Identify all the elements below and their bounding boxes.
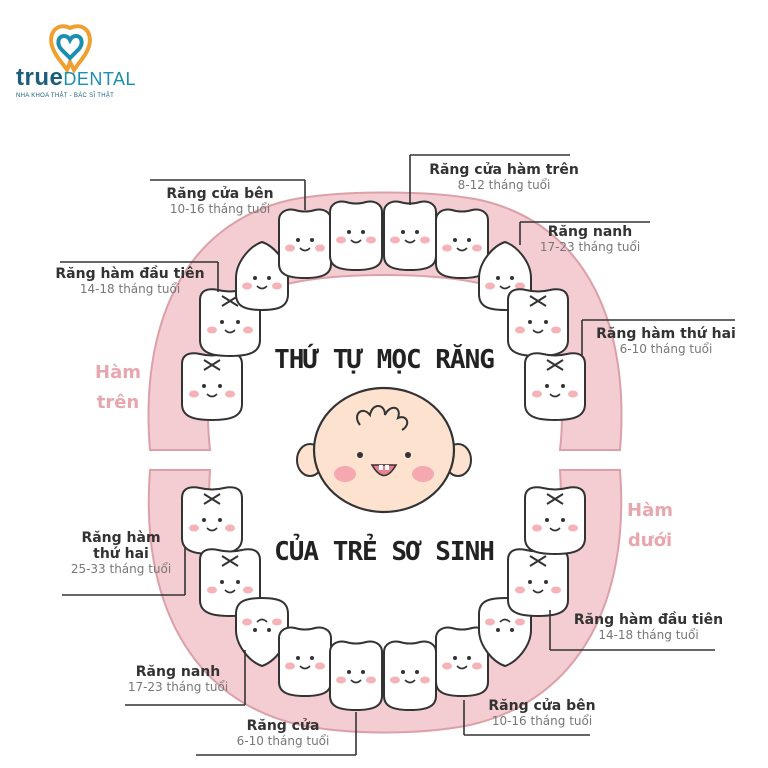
label-name: Răng hàm đầu tiên: [55, 266, 205, 282]
label-upper-lateral-incisor: Răng cửa bên 10-16 tháng tuổi: [140, 186, 300, 216]
label-name: Răng hàm thứ hai: [596, 326, 736, 342]
label-age: 6-10 tháng tuổi: [236, 734, 330, 748]
label-upper-first-molar: Răng hàm đầu tiên 14-18 tháng tuổi: [50, 266, 210, 296]
label-age: 10-16 tháng tuổi: [169, 202, 271, 216]
label-age: 10-16 tháng tuổi: [491, 714, 593, 728]
label-age: 14-18 tháng tuổi: [79, 282, 181, 296]
label-upper-central-incisor: Răng cửa hàm trên 8-12 tháng tuổi: [424, 162, 584, 192]
label-upper-canine: Răng nanh 17-23 tháng tuổi: [520, 224, 660, 254]
label-lower-central-incisor: Răng cửa 6-10 tháng tuổi: [218, 718, 348, 748]
jaw-upper-line2: trên: [96, 392, 140, 413]
label-upper-second-molar: Răng hàm thứ hai 6-10 tháng tuổi: [586, 326, 746, 356]
label-age: 8-12 tháng tuổi: [457, 178, 551, 192]
label-lower-second-molar: Răng hàm thứ hai 25-33 tháng tuổi: [56, 530, 186, 576]
upper-right-central-incisor-icon: [383, 200, 437, 271]
lower-left-central-incisor-icon: [329, 640, 383, 711]
label-lower-canine: Răng nanh 17-23 tháng tuổi: [118, 664, 238, 694]
label-name-line2: thứ hai: [93, 546, 149, 562]
label-name: Răng cửa bên: [166, 186, 274, 202]
brand-true: true: [16, 64, 64, 91]
brand-wordmark: trueDENTAL: [16, 64, 136, 92]
tooth-heart-logo-icon: [49, 24, 92, 75]
upper-left-lateral-incisor-icon: [278, 208, 332, 279]
title-bottom: CỦA TRẺ SƠ SINH: [274, 537, 495, 567]
label-name-line1: Răng hàm: [81, 530, 161, 546]
jaw-label-lower: Hàm dưới: [620, 496, 680, 556]
label-name: Răng nanh: [547, 224, 633, 240]
lower-right-central-incisor-icon: [383, 640, 437, 711]
jaw-lower-line1: Hàm: [627, 500, 673, 521]
jaw-lower-line2: dưới: [627, 530, 673, 551]
label-age: 17-23 tháng tuổi: [539, 240, 641, 254]
brand-dental: DENTAL: [63, 69, 137, 89]
title-top: THỨ TỰ MỌC RĂNG: [274, 345, 495, 375]
label-age: 17-23 tháng tuổi: [127, 680, 229, 694]
brand-tagline: NHA KHOA THẬT - BÁC SĨ THẬT: [16, 93, 115, 99]
baby-face-icon: [296, 386, 472, 514]
label-name: Răng nanh: [135, 664, 221, 680]
jaw-upper-line1: Hàm: [95, 362, 141, 383]
label-name: Răng cửa hàm trên: [429, 162, 579, 178]
label-age: 14-18 tháng tuổi: [598, 628, 699, 642]
label-name: Răng cửa: [246, 718, 320, 734]
jaw-label-upper: Hàm trên: [88, 358, 148, 418]
label-name: Răng cửa bên: [488, 698, 596, 714]
label-age: 6-10 tháng tuổi: [619, 342, 713, 356]
label-lower-first-molar: Răng hàm đầu tiên 14-18 tháng tuổi: [566, 612, 731, 642]
label-age: 25-33 tháng tuổi: [70, 562, 172, 576]
label-lower-lateral-incisor: Răng cửa bên 10-16 tháng tuổi: [482, 698, 602, 728]
lower-left-lateral-incisor-icon: [278, 626, 332, 697]
upper-left-central-incisor-icon: [329, 200, 383, 271]
label-name: Răng hàm đầu tiên: [573, 612, 724, 628]
